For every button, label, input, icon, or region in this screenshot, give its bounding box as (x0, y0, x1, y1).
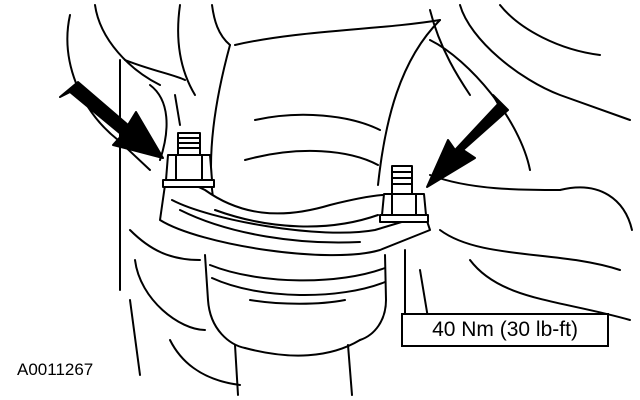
left-stud-nut (162, 132, 215, 188)
lower-pipe (204, 254, 387, 396)
torque-callout: 40 Nm (30 lb-ft) (401, 313, 609, 347)
exhaust-pipe (210, 19, 441, 211)
right-stud-nut (379, 165, 429, 223)
torque-value: 40 Nm (30 lb-ft) (432, 318, 578, 341)
arrow-pointer-icon (426, 94, 509, 188)
exhaust-flange (159, 181, 431, 257)
figure-id: A0011267 (17, 360, 94, 379)
arrow-pointer-icon (59, 81, 164, 159)
